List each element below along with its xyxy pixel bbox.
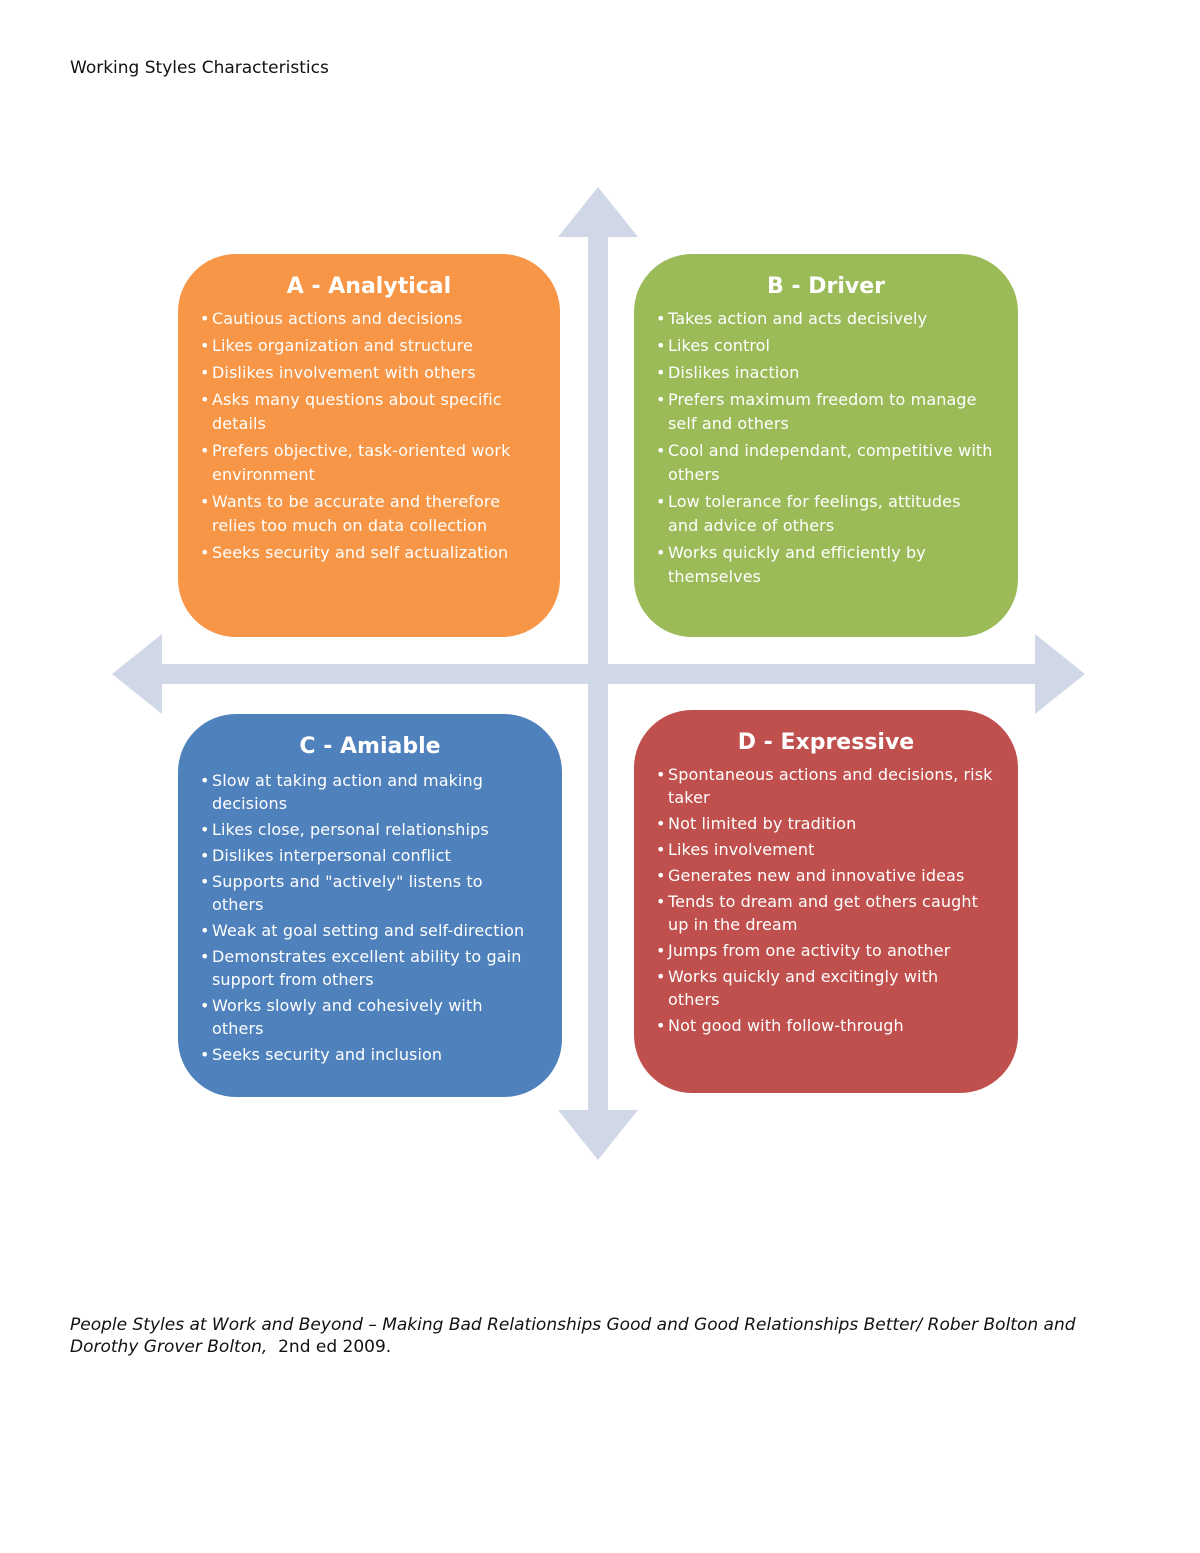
list-item: Asks many questions about specific detai… xyxy=(200,388,536,436)
list-item: Likes close, personal relationships xyxy=(200,818,538,841)
trait-list: Slow at taking action and making decisio… xyxy=(200,769,538,1066)
list-item: Prefers maximum freedom to manage self a… xyxy=(656,388,994,436)
trait-list: Spontaneous actions and decisions, risk … xyxy=(656,763,994,1037)
quadrant-title: A - Analytical xyxy=(286,274,452,299)
trait-list: Takes action and acts decisively Likes c… xyxy=(656,307,994,589)
list-item: Dislikes involvement with others xyxy=(200,361,536,385)
list-item: Wants to be accurate and therefore relie… xyxy=(200,490,536,538)
list-item: Cautious actions and decisions xyxy=(200,307,536,331)
list-item: Prefers objective, task-oriented work en… xyxy=(200,439,536,487)
list-item: Slow at taking action and making decisio… xyxy=(200,769,538,815)
quadrant-title: B - Driver xyxy=(767,274,885,299)
quadrant-analytical: A - Analytical Cautious actions and deci… xyxy=(178,254,560,637)
list-item: Seeks security and self actualization xyxy=(200,541,536,565)
horizontal-axis-arrow xyxy=(112,634,1085,714)
list-item: Jumps from one activity to another xyxy=(656,939,994,962)
citation-edition: 2nd ed 2009. xyxy=(267,1337,392,1357)
list-item: Low tolerance for feelings, attitudes an… xyxy=(656,490,994,538)
list-item: Seeks security and inclusion xyxy=(200,1043,538,1066)
list-item: Works slowly and cohesively with others xyxy=(200,994,538,1040)
list-item: Likes involvement xyxy=(656,838,994,861)
list-item: Generates new and innovative ideas xyxy=(656,864,994,887)
list-item: Dislikes inaction xyxy=(656,361,994,385)
page-title: Working Styles Characteristics xyxy=(70,58,329,78)
list-item: Likes control xyxy=(656,334,994,358)
quadrant-title: C - Amiable xyxy=(299,734,441,759)
list-item: Demonstrates excellent ability to gain s… xyxy=(200,945,538,991)
list-item: Takes action and acts decisively xyxy=(656,307,994,331)
quadrant-driver: B - Driver Takes action and acts decisiv… xyxy=(634,254,1018,637)
quadrant-expressive: D - Expressive Spontaneous actions and d… xyxy=(634,710,1018,1093)
list-item: Supports and "actively" listens to other… xyxy=(200,870,538,916)
list-item: Likes organization and structure xyxy=(200,334,536,358)
list-item: Not good with follow-through xyxy=(656,1014,994,1037)
citation: People Styles at Work and Beyond – Makin… xyxy=(70,1314,1140,1358)
list-item: Spontaneous actions and decisions, risk … xyxy=(656,763,994,809)
quadrant-title: D - Expressive xyxy=(737,730,915,755)
list-item: Weak at goal setting and self-direction xyxy=(200,919,538,942)
list-item: Tends to dream and get others caught up … xyxy=(656,890,994,936)
list-item: Works quickly and excitingly with others xyxy=(656,965,994,1011)
citation-title: People Styles at Work and Beyond – Makin… xyxy=(70,1315,1076,1357)
list-item: Works quickly and efficiently by themsel… xyxy=(656,541,994,589)
list-item: Cool and independant, competitive with o… xyxy=(656,439,994,487)
trait-list: Cautious actions and decisions Likes org… xyxy=(200,307,536,565)
list-item: Dislikes interpersonal conflict xyxy=(200,844,538,867)
quadrant-amiable: C - Amiable Slow at taking action and ma… xyxy=(178,714,562,1097)
list-item: Not limited by tradition xyxy=(656,812,994,835)
